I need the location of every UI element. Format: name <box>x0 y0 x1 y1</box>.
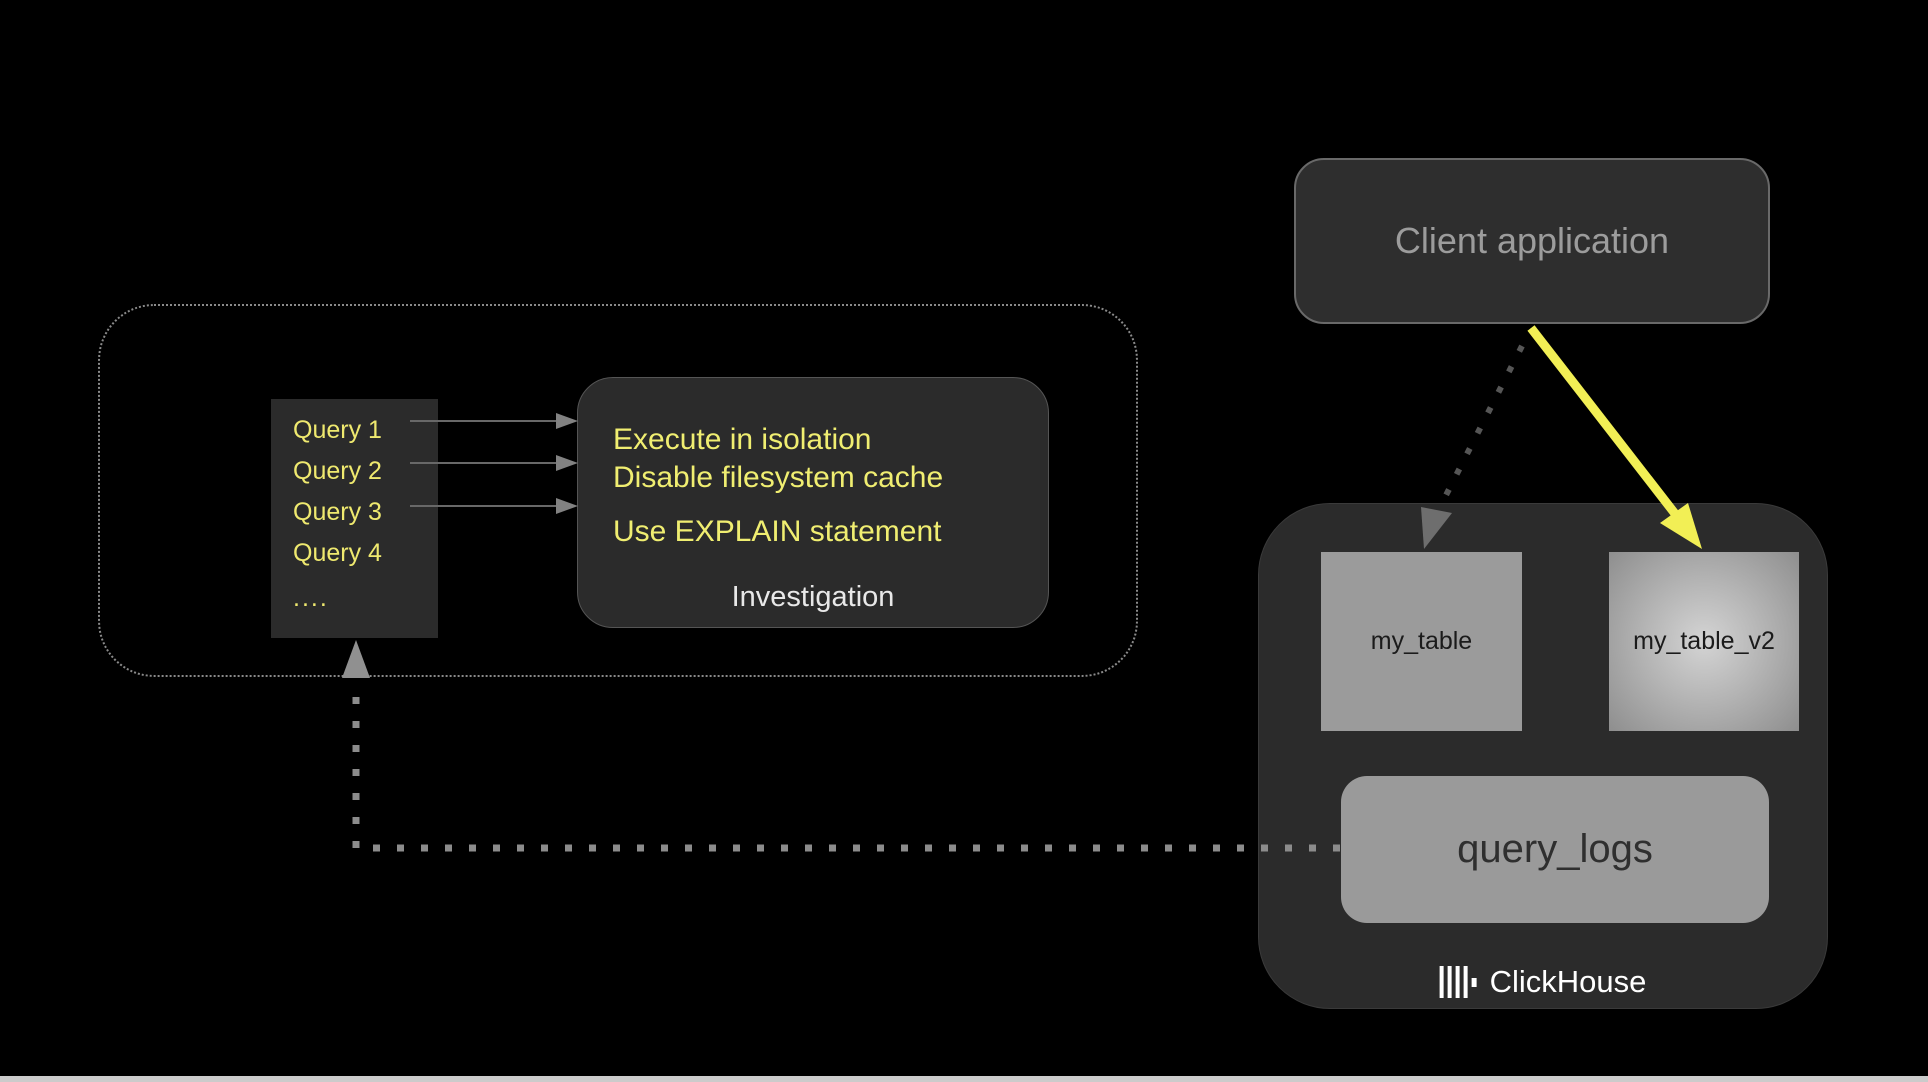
clickhouse-logo-icon <box>1439 966 1477 998</box>
query-list-box: Query 1 Query 2 Query 3 Query 4 .... <box>271 399 438 638</box>
investigation-bullet-3: Use EXPLAIN statement <box>613 515 942 548</box>
client-application-box: Client application <box>1294 158 1770 324</box>
query-item-4: Query 4 <box>293 539 382 567</box>
my-table-v2-box: my_table_v2 <box>1609 552 1799 731</box>
client-application-label: Client application <box>1394 220 1670 261</box>
query-item-3: Query 3 <box>293 498 382 526</box>
clickhouse-brand: ClickHouse <box>1439 964 1647 1000</box>
clickhouse-container: my_table my_table_v2 query_logs ClickHou… <box>1258 503 1828 1009</box>
investigation-bullet-1: Execute in isolation <box>613 423 872 456</box>
bottom-strip <box>0 1076 1928 1082</box>
investigation-cluster <box>98 304 1138 677</box>
investigation-box: Execute in isolation Disable filesystem … <box>577 377 1049 628</box>
clickhouse-brand-label: ClickHouse <box>1489 964 1647 999</box>
investigation-caption: Investigation <box>731 581 895 613</box>
query-item-1: Query 1 <box>293 416 382 444</box>
investigation-bullet-2: Disable filesystem cache <box>613 461 944 494</box>
query-item-2: Query 2 <box>293 457 382 485</box>
query-logs-box: query_logs <box>1341 776 1769 923</box>
my-table-box: my_table <box>1321 552 1522 731</box>
query-item-ellipsis: .... <box>293 584 329 612</box>
